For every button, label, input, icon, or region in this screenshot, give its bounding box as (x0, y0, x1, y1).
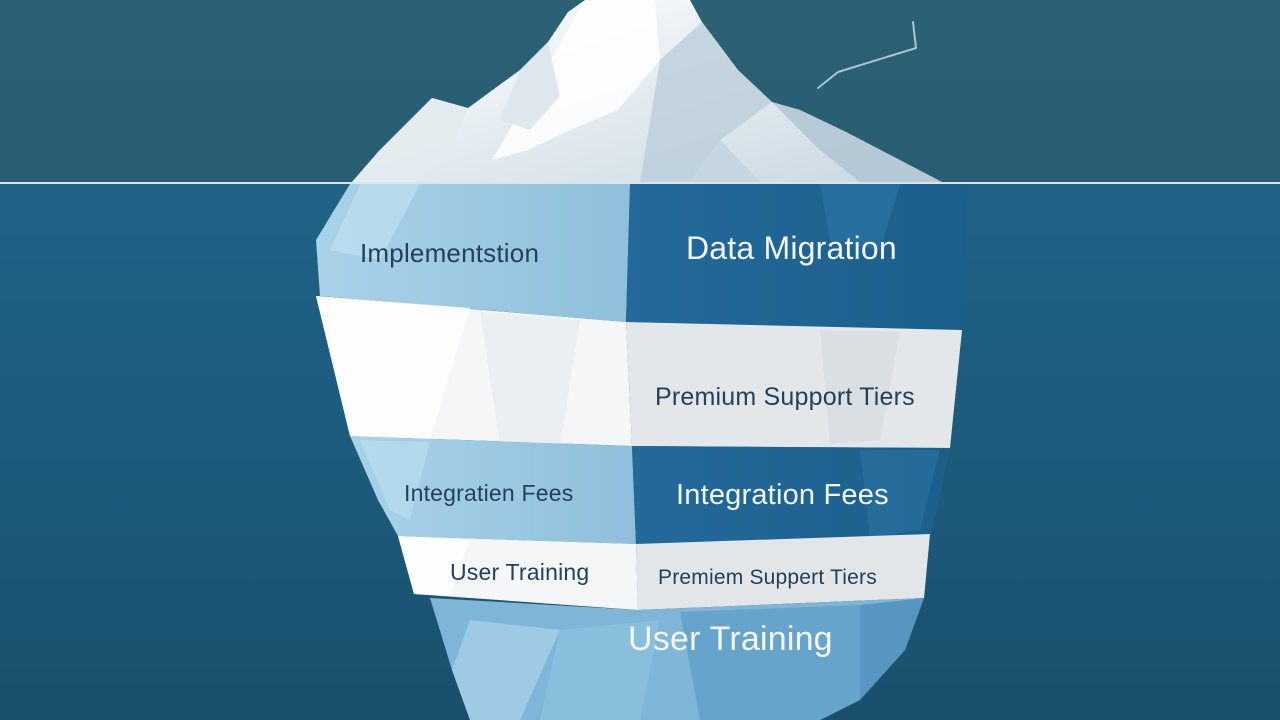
layer-band-2 (316, 296, 962, 448)
layer-5-label: User Training (628, 620, 833, 658)
iceberg-peak (352, 0, 942, 182)
layer-1-right-label: Data Migration (686, 230, 897, 266)
layer-band-3 (350, 436, 950, 544)
layer-4-left-label: User Training (450, 559, 590, 585)
layer-3-left-label: Integratien Fees (404, 480, 574, 506)
layer-band-1 (316, 184, 968, 330)
layer-band-4 (398, 534, 930, 610)
layer-2-right-label: Premium Support Tiers (655, 383, 915, 411)
iceberg-tip (430, 598, 924, 720)
layer-4-right-label: Premiem Suppert Tiers (658, 566, 877, 589)
layer-3-right-label: Integration Fees (676, 479, 889, 511)
layer-1-left-label: Implementstion (360, 238, 540, 268)
lightning-streak (817, 21, 917, 89)
